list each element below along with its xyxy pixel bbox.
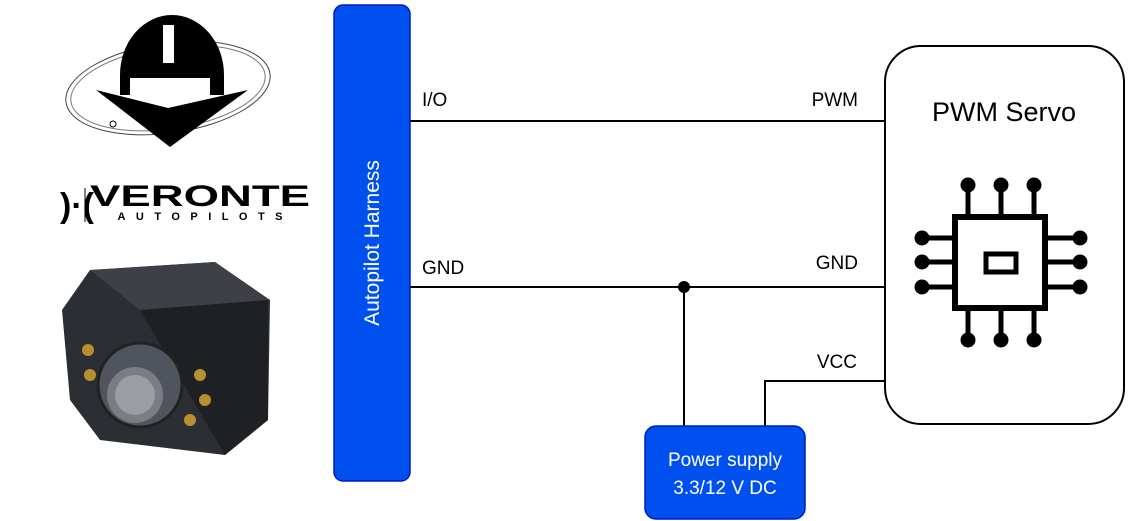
gnd-right-label: GND (816, 253, 858, 274)
gnd-left-label: GND (422, 258, 464, 279)
logo-brand: VERONTE (90, 180, 310, 213)
vcc-wire (764, 380, 885, 426)
io-label: I/O (422, 90, 447, 111)
harness-label: Autopilot Harness (361, 160, 384, 326)
power-supply-line2: 3.3/12 V DC (673, 478, 777, 499)
power-supply: Power supply 3.3/12 V DC (644, 425, 806, 520)
autopilot-harness: Autopilot Harness (333, 4, 411, 482)
power-supply-line1: Power supply (668, 450, 783, 471)
pwm-label: PWM (812, 90, 858, 111)
junction-dot (678, 281, 690, 293)
vcc-label: VCC (817, 352, 857, 373)
logo-mark: )·( (60, 187, 95, 225)
pwm-servo: PWM Servo (884, 45, 1125, 425)
veronte-logo: )·( VERONTE AUTOPILOTS (60, 15, 310, 225)
servo-title: PWM Servo (932, 97, 1076, 127)
chip-icon (914, 177, 1088, 348)
autopilot-device-image (62, 262, 270, 455)
